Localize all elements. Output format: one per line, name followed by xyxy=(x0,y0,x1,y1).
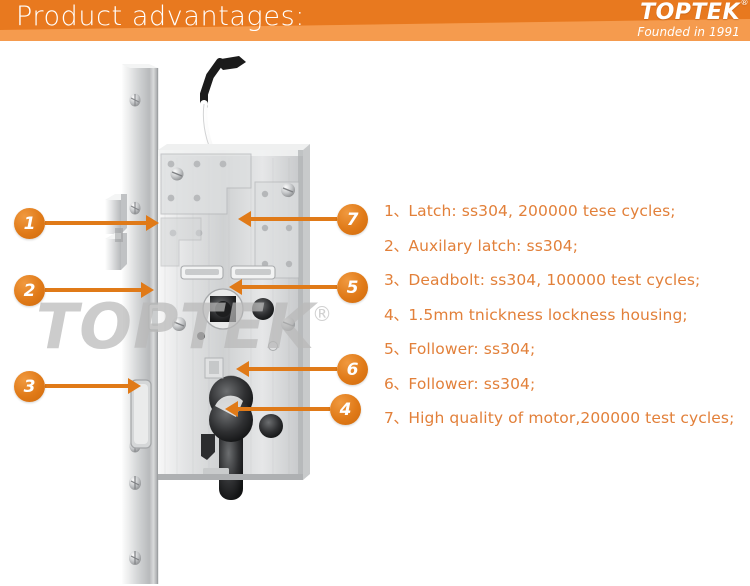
arrow-left-icon-4 xyxy=(225,401,238,417)
arrow-left-icon-6 xyxy=(236,361,249,377)
list-item: 5、Follower: ss304; xyxy=(384,332,744,367)
list-item-label: Follower: ss304; xyxy=(408,340,536,358)
arrow-right-icon-2 xyxy=(141,282,154,298)
list-item-label: Follower: ss304; xyxy=(408,374,536,393)
bolt-slots xyxy=(180,265,276,280)
motor-block xyxy=(254,181,300,279)
list-item-number: 6、 xyxy=(384,374,409,393)
list-item-number: 3、 xyxy=(384,271,409,289)
follower-upper xyxy=(202,288,274,330)
marker-7[interactable]: 7 xyxy=(337,204,368,235)
list-item: 3、Deadbolt: ss304, 100000 test cycles; xyxy=(384,263,744,298)
brand-logo-name: TOPTEK® xyxy=(640,0,748,25)
list-item-number: 7、 xyxy=(384,409,409,427)
page-title: Product advantages: xyxy=(16,1,305,32)
header-banner xyxy=(0,0,750,41)
list-item-label: Latch: ss304, 200000 tese cycles; xyxy=(408,202,676,220)
list-item: 2、Auxilary latch: ss304; xyxy=(384,229,744,264)
case-screws xyxy=(170,167,295,331)
registered-trademark-icon: ® xyxy=(740,0,749,7)
marker-3[interactable]: 3 xyxy=(14,371,45,402)
list-item-label: High quality of motor,200000 test cycles… xyxy=(408,409,735,427)
leader-line-5 xyxy=(242,285,337,289)
marker-1[interactable]: 1 xyxy=(14,208,45,239)
product-advantages-list: 1、Latch: ss304, 200000 tese cycles; 2、Au… xyxy=(384,194,744,436)
brand-logo-tagline: Founded in 1991 xyxy=(637,25,740,39)
list-item-label: Auxilary latch: ss304; xyxy=(408,236,579,255)
list-item-label: Deadbolt: ss304, 100000 test cycles; xyxy=(408,271,701,289)
watermark-registered-icon: ® xyxy=(312,302,332,326)
arrow-right-icon-1 xyxy=(146,215,159,231)
brand-logo: TOPTEK® Founded in 1991 xyxy=(637,0,748,39)
list-item: 4、1.5mm tnickness lockness housing; xyxy=(384,298,744,333)
leader-line-4 xyxy=(238,407,330,411)
leader-line-7 xyxy=(251,217,337,221)
arrow-left-icon-5 xyxy=(229,279,242,295)
brand-logo-text: TOPTEK xyxy=(640,0,740,25)
list-item: 6、Follower: ss304; xyxy=(384,367,744,402)
leader-line-6 xyxy=(249,367,337,371)
marker-4[interactable]: 4 xyxy=(330,394,361,425)
leader-line-2 xyxy=(45,288,141,292)
marker-6[interactable]: 6 xyxy=(337,354,368,385)
lock-case-housing xyxy=(158,150,303,500)
product-photo xyxy=(105,28,320,586)
motor-mounting-plate xyxy=(160,153,252,267)
leader-line-3 xyxy=(45,384,128,388)
deadbolt-opening xyxy=(130,379,152,449)
list-item-number: 1、 xyxy=(384,202,409,220)
list-item-number: 5、 xyxy=(384,340,409,358)
list-item-number: 4、 xyxy=(384,305,409,324)
arrow-right-icon-3 xyxy=(128,378,141,394)
arrow-left-icon-7 xyxy=(238,211,251,227)
list-item: 7、High quality of motor,200000 test cycl… xyxy=(384,401,744,436)
list-item-number: 2、 xyxy=(384,236,409,255)
list-item: 1、Latch: ss304, 200000 tese cycles; xyxy=(384,194,744,229)
pin-hole xyxy=(197,332,205,340)
marker-5[interactable]: 5 xyxy=(337,272,368,303)
marker-2[interactable]: 2 xyxy=(14,275,45,306)
leader-line-1 xyxy=(45,221,146,225)
list-item-label: 1.5mm tnickness lockness housing; xyxy=(408,305,688,324)
mortise-lock-illustration xyxy=(105,56,310,584)
